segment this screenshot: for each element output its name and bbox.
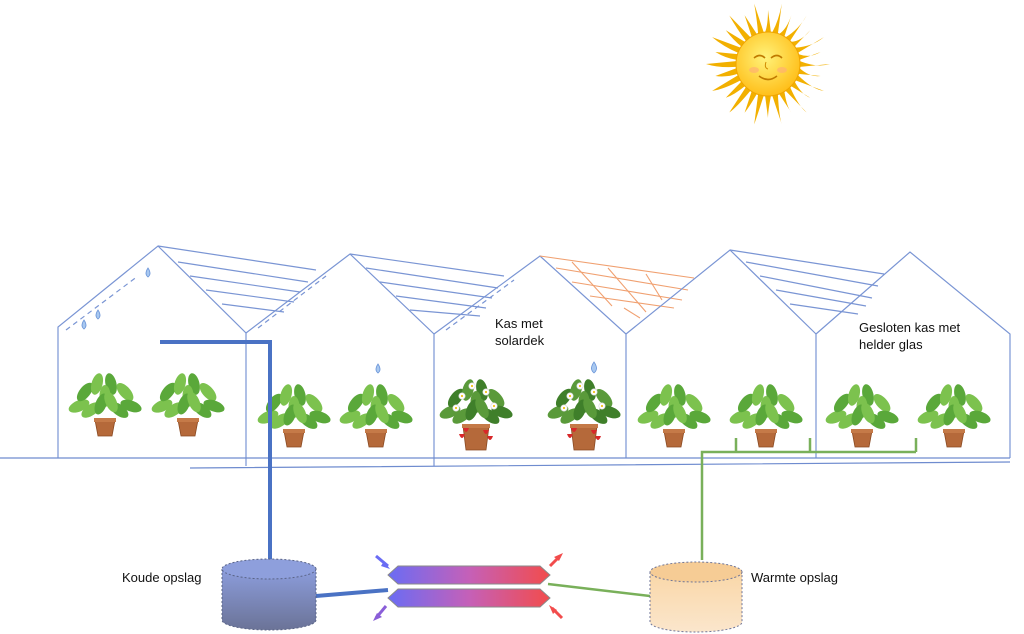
potted-plant-icon — [917, 384, 991, 448]
solar-roof — [539, 255, 695, 319]
cold-pipe — [160, 340, 389, 598]
closed-greenhouse-label-line1: Gesloten kas met — [859, 320, 961, 335]
droplet-icon — [145, 267, 151, 278]
potted-plant-icon — [257, 384, 331, 448]
potted-plant-icon — [339, 384, 413, 448]
greenhouse-2 — [245, 253, 505, 466]
strawberry-plant-icon — [439, 379, 513, 451]
flow-arrow-icon — [375, 554, 390, 569]
cold-storage-tank — [221, 558, 317, 631]
ground-line — [0, 457, 1011, 469]
solar-greenhouse-label: Kas met solardek — [495, 315, 544, 349]
droplet-icon — [591, 361, 597, 374]
flow-arrow-icon — [549, 605, 564, 620]
closed-greenhouse-label: Gesloten kas met helder glas — [859, 319, 960, 353]
closed-greenhouse-label-line2: helder glas — [859, 337, 923, 352]
condensation-drops — [81, 267, 597, 374]
warm-storage-tank — [649, 561, 743, 633]
greenhouse-3-solar — [433, 255, 695, 458]
potted-plant-icon — [637, 384, 711, 448]
warm-storage-label: Warmte opslag — [751, 570, 838, 585]
solar-greenhouse-label-line2: solardek — [495, 333, 545, 348]
greenhouse-1 — [57, 245, 317, 466]
flow-arrow-icon — [373, 605, 388, 621]
greenhouse-4 — [625, 249, 885, 335]
strawberry-plant-icon — [547, 379, 621, 451]
potted-plant-icon — [151, 373, 225, 437]
droplet-icon — [95, 309, 101, 320]
greenhouse-5-closed — [815, 251, 1011, 458]
droplet-icon — [81, 319, 87, 330]
solar-greenhouse-label-line1: Kas met — [495, 316, 543, 331]
potted-plant-icon — [825, 384, 899, 448]
droplet-icon — [375, 363, 381, 374]
warm-pipe — [547, 438, 918, 598]
plants-group — [68, 373, 991, 451]
potted-plant-icon — [729, 384, 803, 448]
greenhouse-row — [0, 245, 1011, 469]
potted-plant-icon — [68, 373, 142, 437]
smiling-sun-icon — [706, 3, 830, 125]
heat-exchanger — [373, 553, 564, 621]
flow-arrow-icon — [548, 553, 563, 568]
cold-storage-label: Koude opslag — [122, 570, 202, 585]
